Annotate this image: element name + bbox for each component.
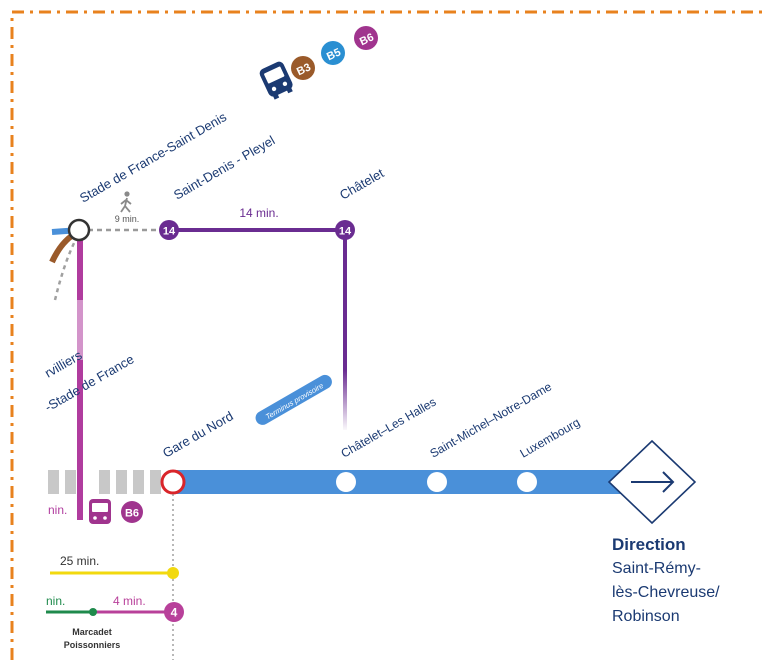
bus-b6-badge-top[interactable]: B6 [354, 26, 378, 50]
label-chatelet-les-halles: Châtelet–Les Halles [339, 395, 439, 461]
label-chatelet: Châtelet [337, 165, 387, 202]
svg-text:4: 4 [171, 606, 178, 620]
bus-b5-badge[interactable]: B5 [321, 41, 345, 65]
direction-line-1: Saint-Rémy- [612, 560, 701, 577]
metro-14-fade [339, 370, 351, 432]
time-partial-rer-d: nin. [48, 503, 67, 517]
svg-text:B6: B6 [358, 31, 376, 48]
m4-badge[interactable]: 4 [164, 602, 184, 622]
chatelet-les-halles-node[interactable] [336, 472, 356, 492]
closed-section-stripes [48, 470, 161, 494]
m14-badge-chatelet[interactable]: 14 [335, 220, 355, 240]
bus-icon-top [259, 61, 293, 100]
label-marcadet-1: Marcadet [72, 627, 112, 637]
svg-text:B6: B6 [125, 508, 139, 520]
direction-arrow-icon[interactable] [607, 439, 697, 525]
direction-panel: Direction Saint-Rémy- lès-Chevreuse/ Rob… [612, 533, 762, 629]
walk-time: 9 min. [115, 214, 140, 224]
saint-michel-node[interactable] [427, 472, 447, 492]
bus-b3-badge[interactable]: B3 [291, 56, 315, 80]
direction-line-3: Robinson [612, 608, 680, 625]
stade-de-france-node[interactable] [67, 218, 91, 242]
svg-text:B3: B3 [295, 61, 313, 78]
yellow-line-node[interactable] [167, 567, 179, 579]
svg-text:B5: B5 [325, 46, 343, 63]
label-luxembourg: Luxembourg [518, 415, 583, 460]
label-gare-du-nord: Gare du Nord [160, 408, 236, 460]
rer-b-main-line [172, 470, 627, 494]
gare-du-nord-node[interactable] [160, 469, 186, 495]
terminus-badge: Terminus provisoire [255, 374, 332, 425]
label-marcadet-2: Poissonniers [64, 640, 121, 650]
rer-d-fade [72, 300, 88, 360]
direction-heading: Direction [612, 535, 686, 554]
bus-icon-bottom [89, 499, 111, 524]
walk-icon [120, 191, 132, 213]
marcadet-node[interactable] [89, 608, 97, 616]
bus-b6-badge-bottom[interactable]: B6 [121, 501, 143, 523]
svg-text:Terminus provisoire: Terminus provisoire [264, 381, 325, 421]
metro-14-line [166, 228, 347, 430]
svg-text:14: 14 [163, 226, 176, 238]
label-stade-de-france: Stade de France-Saint Denis [77, 109, 229, 206]
frame-border [10, 10, 768, 660]
m4-time: 4 min. [113, 594, 146, 608]
direction-line-2: lès-Chevreuse/ [612, 584, 720, 601]
luxembourg-node[interactable] [517, 472, 537, 492]
m14-time: 14 min. [239, 206, 278, 220]
yellow-time: 25 min. [60, 554, 99, 568]
green-time: nin. [46, 594, 65, 608]
svg-text:14: 14 [339, 226, 352, 238]
m14-badge-pleyel[interactable]: 14 [159, 220, 179, 240]
